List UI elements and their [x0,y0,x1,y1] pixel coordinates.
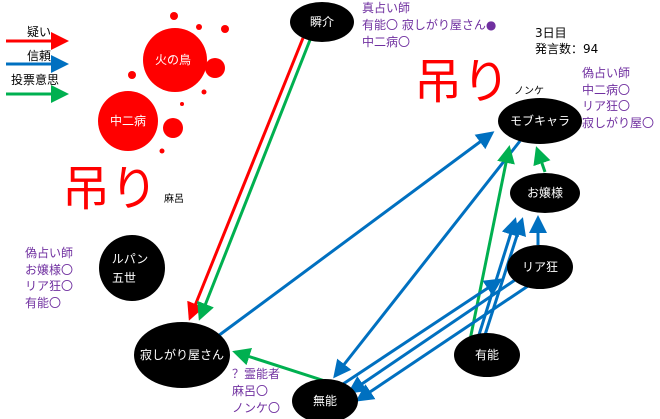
edge-trust [333,140,522,379]
node-lupin[interactable]: ルパン 五世 [99,235,165,301]
note-line: ？霊能者 [232,367,280,381]
hanged-name: ノンケ [514,85,544,97]
note-line: リア狂〇 [582,99,630,113]
node-label: 五世 [112,271,136,285]
edge-vote [533,146,551,173]
node-label: 無能 [313,393,337,408]
node-label: モブキャラ [510,113,570,128]
note-line: 偽占い師 [582,65,630,80]
note-line: 麻呂〇 [232,383,268,398]
node-mob[interactable]: モブキャラ [498,98,582,144]
node-sabishigari[interactable]: 寂しがり屋さん [134,322,230,388]
node-munou[interactable]: 無能 [292,379,358,419]
edge-trust [339,278,503,388]
hanged-name: 麻呂 [164,192,184,205]
day-label: 3日目 [535,26,567,40]
hanged-label: 吊り [62,161,158,217]
edge-vote [468,145,515,341]
legend: 疑い 信頼 投票意思 [6,24,69,103]
node-riakyou[interactable]: リア狂 [507,245,573,289]
edges [187,37,551,402]
edge-doubt [187,37,305,321]
edge-trust [482,217,526,339]
node-shunsuke[interactable]: 瞬介 [290,2,354,42]
edge-vote [232,348,326,383]
node-label: リア狂 [522,260,558,274]
node-yuunou[interactable]: 有能 [454,333,520,377]
node-label: 有能 [475,348,499,362]
note-line: ノンケ〇 [232,401,280,415]
note-line: 真占い師 [362,0,410,15]
node-label: 寂しがり屋さん [140,347,224,362]
note-line: 中二病〇 [582,82,630,97]
note-line: 中二病〇 [362,34,410,49]
edge-trust [347,278,516,394]
node-label: 瞬介 [310,15,334,29]
note-shunsuke: 真占い師 有能〇 寂しがり屋さん● 中二病〇 [362,0,496,49]
post-count: 発言数：94 [535,41,598,56]
legend-vote-label: 投票意思 [11,72,59,87]
node-ojousama[interactable]: お嬢様 [510,173,580,213]
note-munou: ？霊能者 麻呂〇 ノンケ〇 [232,367,280,415]
dead-name: 火の鳥 [155,52,191,67]
dead-splat-chuunibyou: 中二病 [98,91,184,154]
legend-trust-label: 信頼 [27,49,51,63]
note-line: 偽占い師 [25,245,73,260]
edge-trust [217,131,495,338]
hanged-label: 吊り [414,54,510,110]
edge-trust [355,284,529,402]
note-mob: 偽占い師 中二病〇 リア狂〇 寂しがり屋〇 [582,65,654,130]
dead-name: 中二病 [110,113,146,128]
note-line: お嬢様〇 [25,263,73,277]
note-line: 有能〇 寂しがり屋さん● [362,17,496,32]
edge-vote [197,39,312,321]
note-line: リア狂〇 [25,279,73,293]
legend-doubt-label: 疑い [27,24,51,39]
node-label: ルパン [112,252,149,266]
note-line: 有能〇 [25,296,61,310]
note-line: 寂しがり屋〇 [582,115,654,130]
dead-splat-hinotori: 火の鳥 [128,12,229,95]
node-label: お嬢様 [527,186,563,200]
note-lupin: 偽占い師 お嬢様〇 リア狂〇 有能〇 [25,245,73,310]
